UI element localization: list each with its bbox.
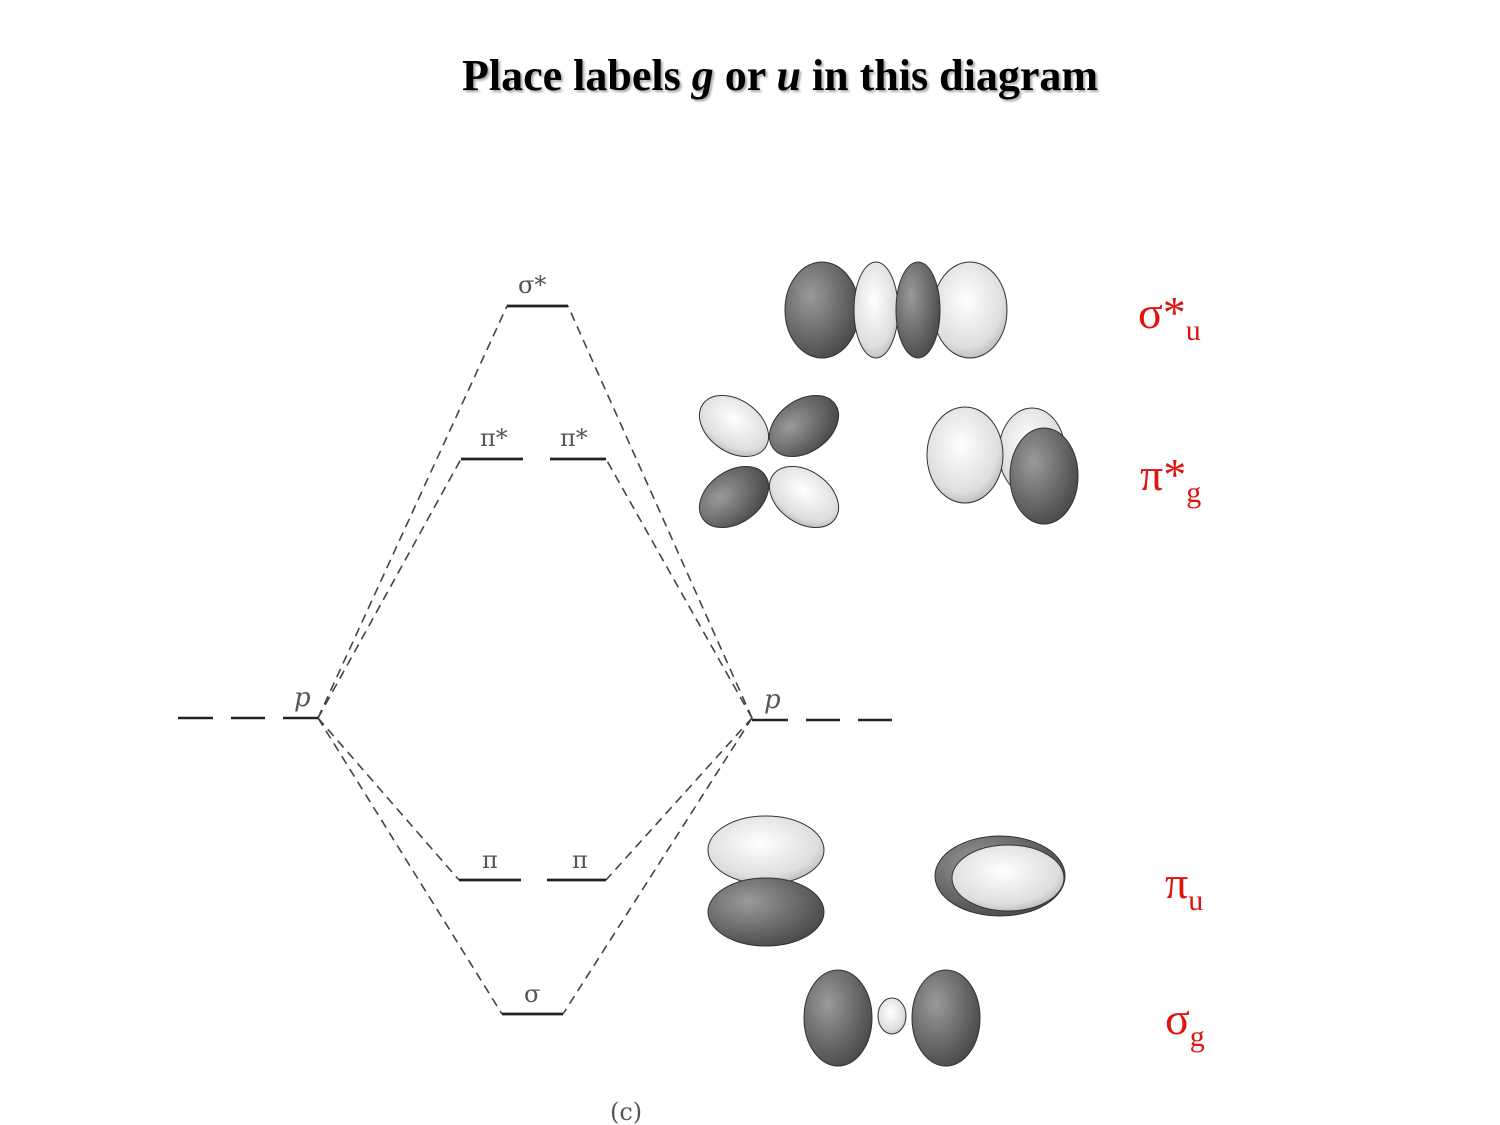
symmetry-label-pi-u: πu — [1165, 857, 1204, 917]
slide-title: Place labels g or u in this diagram — [462, 51, 1098, 100]
sigma-orbital — [803, 969, 981, 1067]
pi-star-orbital-end — [698, 395, 840, 528]
title-u: u — [776, 51, 801, 100]
label-pi-2: π — [572, 846, 588, 874]
label-pi-1: π — [482, 846, 498, 874]
panel-caption: (c) — [610, 1098, 642, 1125]
label-pi-star-1: π* — [480, 424, 508, 452]
label-p-left: p — [294, 683, 311, 713]
pi-star-orbital-side — [926, 406, 1079, 525]
pi-orbital-end — [707, 815, 825, 947]
symmetry-label-sigma-star-u: σ*u — [1138, 287, 1201, 347]
label-sigma-star: σ* — [518, 271, 546, 299]
sigma-star-orbital — [784, 261, 1008, 359]
label-p-right: p — [764, 685, 781, 715]
label-pi-star-2: π* — [560, 424, 588, 452]
pi-orbital-side — [934, 835, 1066, 917]
correlation-lines — [317, 305, 753, 1015]
mo-levels — [459, 304, 606, 1016]
title-g: g — [691, 51, 714, 100]
symmetry-label-pi-star-g: π*g — [1140, 449, 1202, 509]
label-sigma: σ — [524, 980, 540, 1008]
symmetry-label-sigma-g: σg — [1165, 993, 1205, 1053]
